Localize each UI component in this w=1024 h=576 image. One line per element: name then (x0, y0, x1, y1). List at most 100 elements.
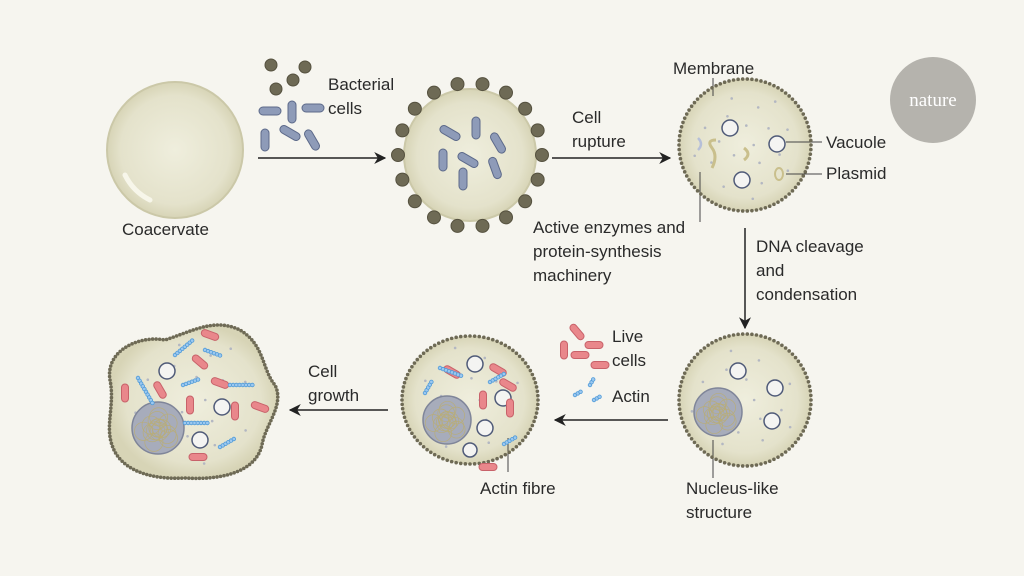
protein-speck (693, 154, 696, 158)
membrane-dot (275, 388, 279, 392)
membrane-dot (808, 407, 813, 411)
membrane-dot (689, 104, 694, 109)
membrane-dot (718, 337, 723, 341)
membrane-dot (750, 463, 754, 468)
dna-coil (438, 400, 457, 419)
membrane-dot (120, 459, 124, 464)
membrane-dot (706, 343, 710, 348)
membrane-dot (740, 77, 745, 81)
membrane-dot (275, 402, 279, 406)
membrane-dot (767, 459, 772, 463)
membrane-dot (532, 419, 536, 424)
membrane-dot (257, 349, 262, 354)
protein-speck (470, 377, 473, 380)
svg-text:nature: nature (909, 90, 956, 111)
membrane-dot (109, 399, 114, 403)
vacuole (729, 362, 747, 380)
membrane-dot (415, 438, 420, 443)
membrane-dot (740, 209, 745, 213)
protein-speck (146, 378, 150, 382)
membrane-dot (722, 205, 727, 210)
membrane-dot (687, 363, 691, 367)
membrane-dot (482, 335, 486, 340)
actin-fibre-bead (501, 371, 507, 377)
membrane-dot (109, 392, 114, 396)
live-cell-rod (200, 329, 220, 341)
bacterial-cell-sphere (269, 82, 283, 96)
membrane-dot (702, 195, 707, 199)
membrane-dot (679, 161, 684, 165)
membrane-dot (272, 381, 276, 386)
membrane-dot (495, 456, 499, 461)
membrane-dot (689, 436, 694, 441)
membrane-dot (514, 351, 519, 356)
membrane-dot (269, 418, 273, 423)
live-cell-rod (499, 378, 517, 392)
membrane-dot (486, 459, 491, 464)
membrane-dot (247, 462, 252, 467)
membrane-dot (264, 366, 268, 370)
membrane-dot (759, 334, 763, 338)
membrane-dot (252, 457, 257, 462)
membrane-dot (404, 419, 408, 424)
membrane-dot (158, 475, 163, 480)
membrane-dot (535, 389, 540, 394)
membrane-dot (250, 460, 255, 464)
membrane-dot (107, 431, 112, 435)
membrane-dot (400, 389, 405, 394)
protein-speck (788, 382, 792, 386)
membrane-dot (783, 450, 788, 454)
membrane-dot (534, 385, 539, 389)
membrane-dot (405, 372, 410, 377)
membrane-dot (681, 165, 685, 170)
bacterial-cell-rod (488, 156, 502, 180)
bacterial-cell-sphere (286, 73, 300, 87)
membrane-dot (677, 398, 681, 402)
membrane-dot (274, 384, 278, 389)
bacterial-cell-sphere (427, 210, 441, 225)
membrane-dot (808, 134, 813, 138)
membrane-dot (736, 77, 740, 82)
membrane-dot (806, 416, 811, 420)
membrane-dot (275, 391, 280, 396)
membrane-dot (151, 474, 156, 478)
membrane-dot (520, 438, 525, 443)
membrane-dot (803, 116, 808, 120)
membrane-dot (745, 464, 750, 468)
live-cell-rod (186, 395, 194, 415)
live-cell-rod (560, 340, 568, 360)
membrane-dot (226, 324, 230, 328)
membrane-dot (222, 473, 226, 478)
membrane-dot (239, 328, 243, 333)
membrane-dot (503, 452, 508, 457)
dna-coil (718, 398, 737, 417)
membrane-dot (808, 152, 813, 156)
protein-speck (778, 153, 781, 156)
bacterial-cell-rod (439, 125, 461, 141)
membrane-dot (254, 343, 258, 348)
protein-speck (752, 143, 755, 147)
membrane-dot (164, 337, 169, 342)
protein-speck (732, 153, 736, 157)
live-cell-rod (506, 398, 514, 418)
membrane-dot (507, 450, 512, 455)
nature-logo: nature (890, 57, 976, 143)
membrane-dot (750, 77, 754, 82)
protein-speck (725, 368, 728, 372)
membrane-dot (759, 79, 763, 83)
membrane-dot (793, 100, 798, 105)
membrane-dot (468, 334, 472, 338)
membrane-dot (404, 376, 408, 381)
bacterial-cell-sphere (499, 85, 513, 100)
membrane-dot (772, 457, 776, 462)
bacterial-cell-rod (304, 129, 320, 151)
vacuole (191, 431, 209, 449)
protein-speck (737, 431, 740, 434)
membrane-dot (523, 361, 528, 365)
membrane-dot (229, 472, 233, 476)
bacterial-cell-rod (457, 152, 479, 168)
protein-speck (773, 100, 777, 103)
membrane-dot (161, 337, 165, 342)
membrane-dot (809, 398, 813, 402)
membrane-dot (776, 200, 780, 204)
